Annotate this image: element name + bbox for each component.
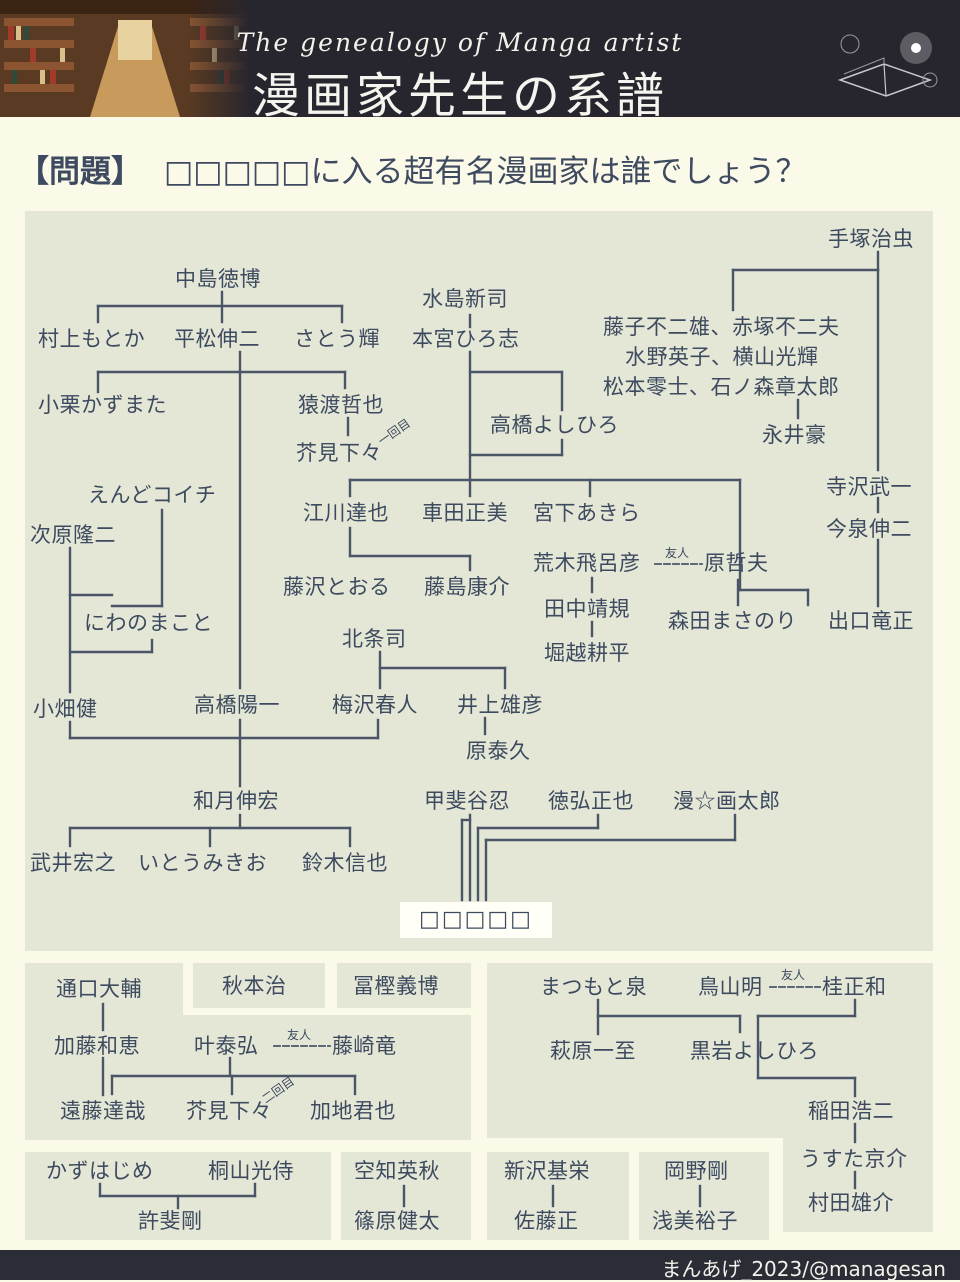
name-endo-tatsuya: 遠藤達哉 <box>60 1099 146 1123</box>
name-murata: 村田雄介 <box>808 1191 894 1215</box>
name-mizushima: 水島新司 <box>422 287 508 311</box>
name-hagiwara: 萩原一至 <box>550 1039 636 1063</box>
panel-sorachi-tree <box>341 1152 471 1240</box>
name-akutami-1: 芥見下々 <box>296 441 382 465</box>
name-nakajima: 中島徳博 <box>175 267 261 291</box>
name-niizawa: 新沢基栄 <box>504 1159 590 1183</box>
name-fujishima: 藤島康介 <box>424 575 510 599</box>
name-horikoshi: 堀越耕平 <box>544 641 630 665</box>
name-matsumoto-izumi: まつもと泉 <box>540 975 648 999</box>
header-banner: The genealogy of Manga artist 漫画家先生の系譜 <box>0 0 960 117</box>
panel-inada-tree <box>783 1138 933 1232</box>
name-imaizumi: 今泉伸二 <box>826 517 912 541</box>
name-okano: 岡野剛 <box>664 1159 729 1183</box>
name-sato-tadashi: 佐藤正 <box>514 1209 579 1233</box>
name-takahashi-yoichi: 高橋陽一 <box>194 693 280 717</box>
name-ito: いとうみきお <box>138 851 267 875</box>
name-morita: 森田まさのり <box>668 609 797 633</box>
name-toriyama: 鳥山明 <box>698 975 763 999</box>
name-kurumada: 車田正美 <box>422 501 508 525</box>
name-sato: さとう輝 <box>294 327 380 351</box>
name-fujisaki: 藤崎竜 <box>332 1034 397 1058</box>
name-niwano: にわのまこと <box>84 611 213 635</box>
question-text: □□□□□に入る超有名漫画家は誰でしょう？ <box>164 154 807 190</box>
header-title: 漫画家先生の系譜 <box>251 68 668 117</box>
panel-akimoto <box>193 963 325 1008</box>
tag-friend-araki-hara: 友人 <box>665 546 690 560</box>
name-akutami-2: 芥見下々 <box>186 1099 272 1123</box>
name-motomiya: 本宮ひろ志 <box>412 327 520 351</box>
name-katsura: 桂正和 <box>822 975 887 999</box>
answer-box: □□□□□ <box>400 902 552 938</box>
name-endo-koichi: えんどコイチ <box>88 483 217 507</box>
header-subtitle: The genealogy of Manga artist <box>236 28 684 57</box>
panel-kato-tree <box>25 1015 471 1140</box>
name-obata: 小畑健 <box>33 697 98 721</box>
name-inada: 稲田浩二 <box>808 1099 894 1123</box>
name-kuroiwa: 黒岩よしひろ <box>690 1039 819 1063</box>
name-takahashi-yoshihiro: 高橋よしひろ <box>490 413 619 437</box>
name-araki: 荒木飛呂彦 <box>533 551 641 575</box>
name-kachi: 加地君也 <box>310 1099 396 1123</box>
name-shinohara: 篠原健太 <box>354 1209 440 1233</box>
question-label: 【問題】 <box>18 154 142 190</box>
tag-friend-toriyama-katsura: 友人 <box>781 968 806 982</box>
name-matsumoto-ishinomori: 松本零士、石ノ森章太郎 <box>603 375 840 399</box>
name-deguchi: 出口竜正 <box>828 609 914 633</box>
name-inoue: 井上雄彦 <box>457 693 543 717</box>
name-nagai: 永井豪 <box>762 423 827 447</box>
name-kiriyama: 桐山光侍 <box>208 1159 294 1183</box>
name-tezuka: 手塚治虫 <box>828 227 914 251</box>
tag-friend-kanou-fujisaki: 友人 <box>287 1028 312 1042</box>
name-takei: 武井宏之 <box>30 851 116 875</box>
name-fujiko-akatsuka: 藤子不二雄、赤塚不二夫 <box>603 315 840 339</box>
panel-okano-tree <box>639 1152 769 1240</box>
panel-toriyama-tree <box>487 963 933 1138</box>
name-sarutowa: 猿渡哲也 <box>298 393 384 417</box>
panel-niizawa-tree <box>487 1152 629 1240</box>
name-suzuki: 鈴木信也 <box>302 851 388 875</box>
name-tanaka: 田中靖規 <box>544 597 630 621</box>
name-akimoto: 秋本治 <box>222 974 287 998</box>
name-asami: 浅美裕子 <box>652 1209 738 1233</box>
name-hara: 原哲夫 <box>704 551 769 575</box>
name-kai: 甲斐谷忍 <box>424 789 510 813</box>
name-higuchi: 通口大輔 <box>56 977 142 1001</box>
footer-credit: まんあげ_2023/@managesan <box>661 1257 946 1281</box>
name-harayasu: 原泰久 <box>466 739 531 763</box>
quiz-question: 【問題】 □□□□□に入る超有名漫画家は誰でしょう？ <box>18 146 806 191</box>
name-mangataro: 漫☆画太郎 <box>673 789 781 813</box>
name-kanou: 叶泰弘 <box>194 1034 259 1058</box>
name-sorachi: 空知英秋 <box>354 1159 440 1183</box>
name-oguri: 小栗かずまた <box>38 393 167 417</box>
library-illustration <box>0 0 250 117</box>
name-hiramatsu: 平松伸二 <box>174 327 260 351</box>
name-kyohi: 許斐剛 <box>138 1209 203 1233</box>
name-togashi: 冨樫義博 <box>353 974 439 998</box>
name-kazuhajime: かずはじめ <box>46 1159 154 1183</box>
name-fujisawa: 藤沢とおる <box>283 575 391 599</box>
name-murakami: 村上もとか <box>38 327 146 351</box>
name-tokuhiro: 徳弘正也 <box>548 789 634 813</box>
name-kato: 加藤和恵 <box>54 1034 140 1058</box>
name-egawa: 江川達也 <box>303 501 389 525</box>
name-hojo: 北条司 <box>342 627 407 651</box>
open-book-icon <box>837 32 938 97</box>
name-watsuki: 和月伸宏 <box>193 789 279 813</box>
name-terasawa: 寺沢武一 <box>826 475 912 499</box>
name-mizuno-yokoyama: 水野英子、横山光輝 <box>625 345 819 369</box>
name-usuta: うすた京介 <box>800 1147 908 1171</box>
panel-togashi <box>337 963 471 1008</box>
name-miyashita: 宮下あきら <box>533 501 641 525</box>
name-umezawa: 梅沢春人 <box>332 693 418 717</box>
name-tsugihara: 次原隆二 <box>30 523 116 547</box>
footer-bar: まんあげ_2023/@managesan <box>0 1250 960 1281</box>
